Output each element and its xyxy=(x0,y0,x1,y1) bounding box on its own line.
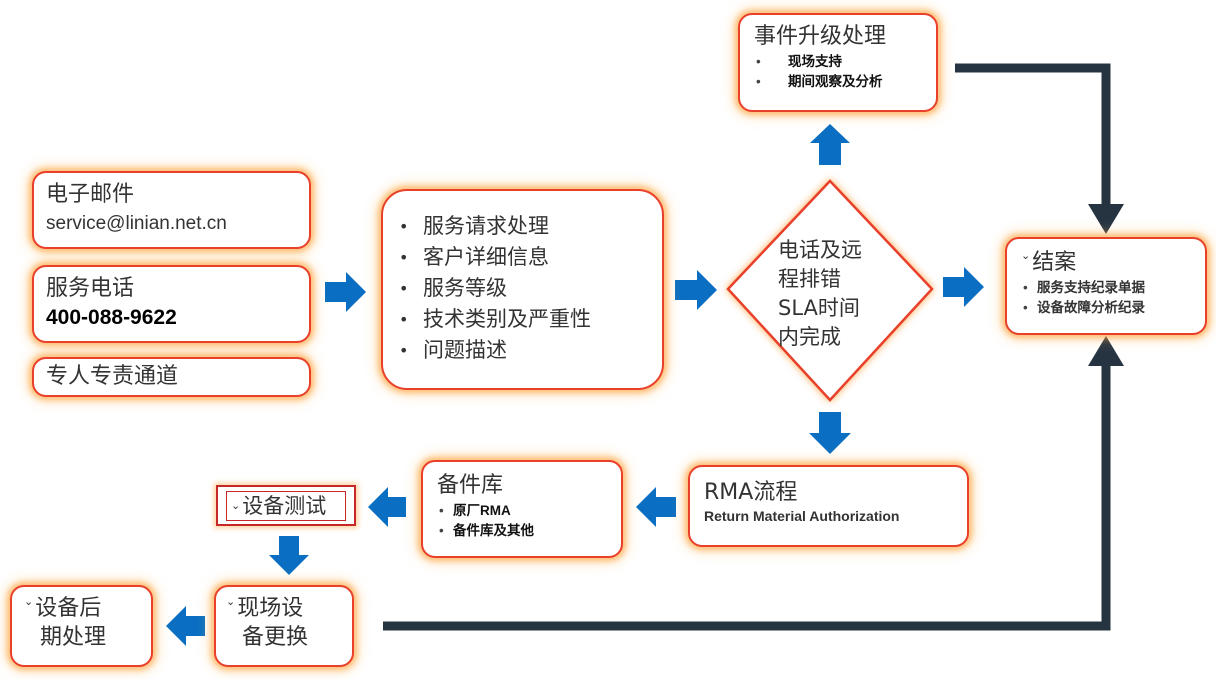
chevron-down-icon: ⌄ xyxy=(24,595,34,608)
close-list: 服务支持纪录单据 设备故障分析纪录 xyxy=(1021,278,1191,318)
rma-box: RMA流程 Return Material Authorization xyxy=(688,465,969,547)
phone-box: 服务电话 400-088-9622 xyxy=(32,265,311,343)
post-line1-text: 设备后 xyxy=(35,596,102,621)
arrow-remote-to-close xyxy=(943,267,984,307)
spares-box: 备件库 原厂RMA 备件库及其他 xyxy=(421,460,623,558)
rma-title: RMA流程 xyxy=(704,480,798,505)
phone-title: 服务电话 xyxy=(46,276,135,301)
dedicated-channel-box: 专人专责通道 xyxy=(32,357,311,397)
service-request-item: 服务等级 xyxy=(393,273,650,304)
arrow-remote-to-rma xyxy=(809,412,851,454)
chevron-down-icon: ⌄ xyxy=(231,499,241,512)
service-request-item: 问题描述 xyxy=(393,335,650,366)
equipment-test-box: ⌄设备测试 xyxy=(216,485,356,526)
post-processing-box: ⌄设备后 期处理 xyxy=(10,585,153,667)
arrow-spares-to-test xyxy=(368,487,406,527)
spares-item: 备件库及其他 xyxy=(437,521,607,541)
close-title: ⌄结案 xyxy=(1021,249,1191,278)
onsite-line1-text: 现场设 xyxy=(237,596,304,621)
arrow-remote-to-escalation xyxy=(810,124,850,165)
close-item: 服务支持纪录单据 xyxy=(1021,278,1191,298)
arrow-onsite-to-post xyxy=(166,606,205,646)
escalation-title: 事件升级处理 xyxy=(754,24,887,49)
post-line2: 期处理 xyxy=(40,624,107,650)
service-request-item: 客户详细信息 xyxy=(393,242,650,273)
remote-line: 内完成 xyxy=(778,325,841,349)
arrowhead-onsite-to-close xyxy=(1088,336,1124,366)
onsite-line2: 备更换 xyxy=(242,624,309,650)
onsite-line1: ⌄现场设 xyxy=(226,595,342,624)
remote-line: 程排错 xyxy=(778,267,841,291)
remote-line: 电话及远 xyxy=(778,238,862,262)
arrow-request-to-remote xyxy=(675,270,717,310)
equipment-test-label: 设备测试 xyxy=(242,494,327,518)
spares-list: 原厂RMA 备件库及其他 xyxy=(437,501,607,541)
connector-onsite-to-close xyxy=(383,364,1111,631)
onsite-replacement-box: ⌄现场设 备更换 xyxy=(214,585,354,667)
arrow-rma-to-spares xyxy=(636,487,676,527)
arrow-contacts-to-request xyxy=(325,272,366,312)
escalation-list: 现场支持 期间观察及分析 xyxy=(754,52,922,92)
spares-item: 原厂RMA xyxy=(437,501,607,521)
remote-diamond-shape xyxy=(726,179,934,402)
close-item: 设备故障分析纪录 xyxy=(1021,298,1191,318)
email-address: service@linian.net.cn xyxy=(46,212,227,234)
service-request-list: 服务请求处理 客户详细信息 服务等级 技术类别及严重性 问题描述 xyxy=(393,211,650,366)
dedicated-channel-label: 专人专责通道 xyxy=(46,364,179,389)
phone-number: 400-088-9622 xyxy=(46,305,177,329)
connector-escalation-to-close xyxy=(955,63,1111,206)
escalation-box: 事件升级处理 现场支持 期间观察及分析 xyxy=(738,13,938,112)
equipment-test-inner: ⌄设备测试 xyxy=(226,491,346,521)
post-line1: ⌄设备后 xyxy=(24,595,139,624)
escalation-item: 期间观察及分析 xyxy=(754,72,922,92)
escalation-item: 现场支持 xyxy=(754,52,922,72)
close-title-text: 结案 xyxy=(1032,250,1077,275)
remote-diamond-text: 电话及远 程排错 SLA时间 内完成 xyxy=(778,236,898,352)
arrow-test-to-onsite xyxy=(269,536,309,575)
chevron-down-icon: ⌄ xyxy=(226,595,236,608)
spares-title: 备件库 xyxy=(437,473,504,498)
email-box: 电子邮件 service@linian.net.cn xyxy=(32,171,311,249)
service-request-item: 服务请求处理 xyxy=(393,211,650,242)
email-title: 电子邮件 xyxy=(46,182,135,207)
service-request-item: 技术类别及严重性 xyxy=(393,304,650,335)
chevron-down-icon: ⌄ xyxy=(1021,249,1031,262)
remote-line: SLA时间 xyxy=(778,296,860,320)
service-request-box: 服务请求处理 客户详细信息 服务等级 技术类别及严重性 问题描述 xyxy=(381,189,664,390)
arrowhead-escalation-to-close xyxy=(1088,204,1124,234)
close-case-box: ⌄结案 服务支持纪录单据 设备故障分析纪录 xyxy=(1005,237,1207,335)
rma-subtitle: Return Material Authorization xyxy=(704,507,900,524)
